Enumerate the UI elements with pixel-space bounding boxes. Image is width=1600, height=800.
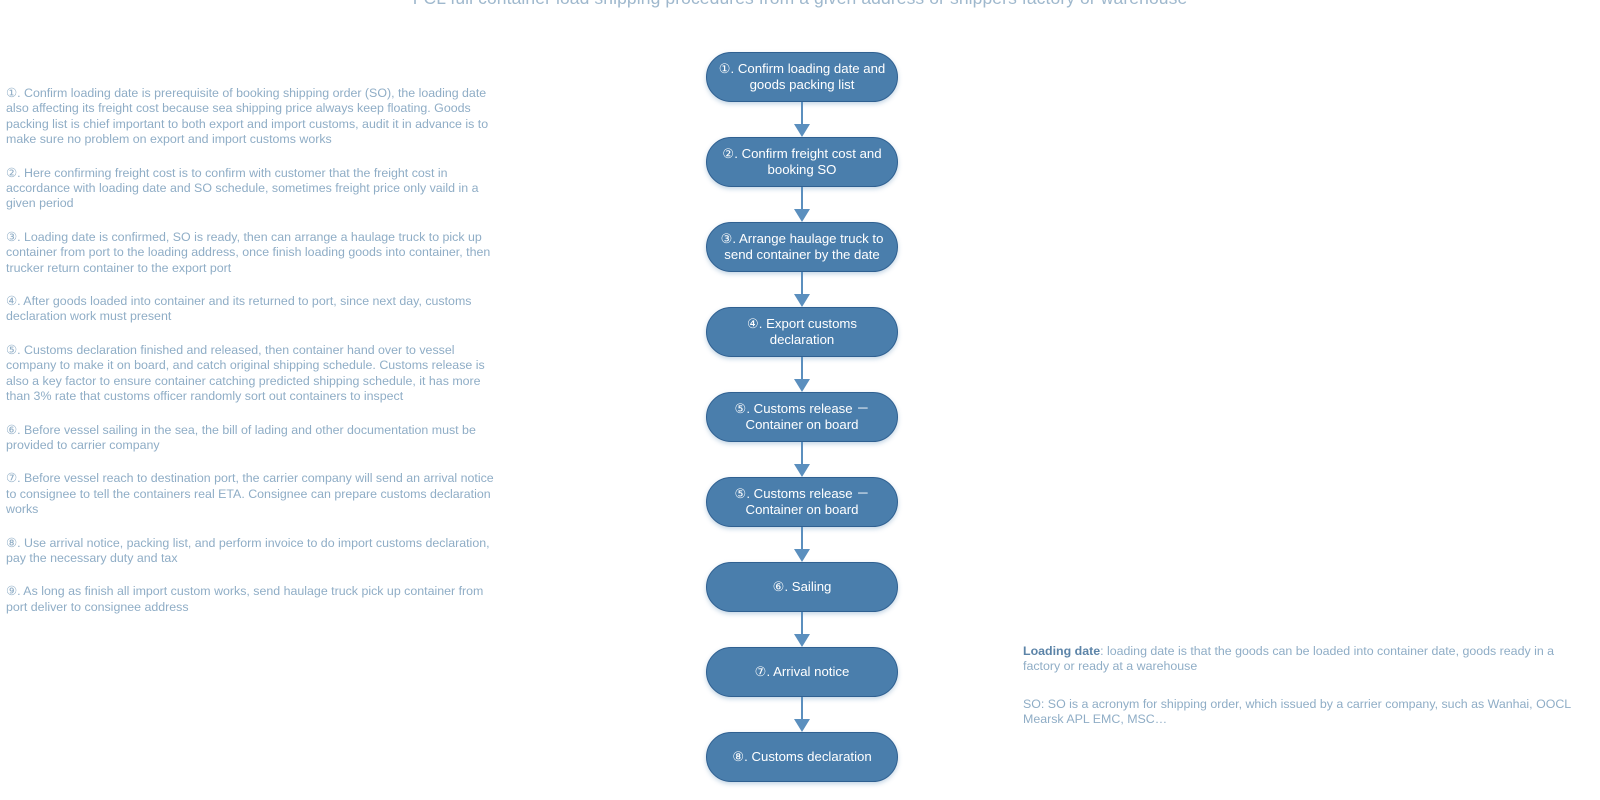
flow-arrow-down-icon — [706, 272, 898, 307]
arrow-head — [794, 549, 810, 562]
arrow-shaft — [801, 187, 803, 211]
glossary-entry-so: SO: SO is a acronym for shipping order, … — [1023, 697, 1583, 728]
flow-step-9[interactable]: ⑧. Customs declaration — [706, 732, 898, 782]
glossary-definition: SO is a acronym for shipping order, whic… — [1023, 696, 1571, 727]
flow-arrow-down-icon — [706, 697, 898, 732]
flow-step-7[interactable]: ⑥. Sailing — [706, 562, 898, 612]
note-item: ⑨. As long as finish all import custom w… — [6, 584, 484, 614]
glossary-term: Loading date — [1023, 644, 1101, 658]
flow-arrow-down-icon — [706, 357, 898, 392]
arrow-head — [794, 294, 810, 307]
flow-arrow-down-icon — [706, 442, 898, 477]
flow-step-5[interactable]: ⑤. Customs release － Container on board — [706, 392, 898, 442]
arrow-shaft — [801, 527, 803, 551]
note-item: ⑧. Use arrival notice, packing list, and… — [6, 535, 490, 565]
note-item: ③. Loading date is confirmed, SO is read… — [6, 229, 491, 275]
arrow-head — [794, 634, 810, 647]
arrow-head — [794, 209, 810, 222]
arrow-head — [794, 464, 810, 477]
flow-step-2[interactable]: ②. Confirm freight cost and booking SO — [706, 137, 898, 187]
note-item: ②. Here confirming freight cost is to co… — [6, 165, 479, 211]
flow-step-4[interactable]: ④. Export customs declaration — [706, 307, 898, 357]
flowchart: ①. Confirm loading date and goods packin… — [706, 52, 898, 782]
arrow-shaft — [801, 442, 803, 466]
glossary-panel: Loading date: loading date is that the g… — [1023, 644, 1583, 728]
note-item: ⑤. Customs declaration finished and rele… — [6, 342, 485, 404]
flow-step-1[interactable]: ①. Confirm loading date and goods packin… — [706, 52, 898, 102]
note-item: ④. After goods loaded into container and… — [6, 294, 472, 324]
arrow-shaft — [801, 102, 803, 126]
arrow-head — [794, 379, 810, 392]
glossary-term: SO: — [1023, 696, 1045, 711]
flow-step-6[interactable]: ⑤. Customs release － Container on board — [706, 477, 898, 527]
notes-column: ①. Confirm loading date is prerequisite … — [6, 86, 501, 615]
arrow-shaft — [801, 612, 803, 636]
arrow-head — [794, 124, 810, 137]
flow-step-8[interactable]: ⑦. Arrival notice — [706, 647, 898, 697]
page-title: FCL full container load shipping procedu… — [0, 0, 1600, 9]
arrow-shaft — [801, 697, 803, 721]
note-item: ①. Confirm loading date is prerequisite … — [6, 86, 489, 147]
glossary-definition: : loading date is that the goods can be … — [1023, 644, 1555, 674]
flow-arrow-down-icon — [706, 527, 898, 562]
flow-arrow-down-icon — [706, 187, 898, 222]
note-item: ⑦. Before vessel reach to destination po… — [6, 471, 494, 517]
glossary-entry-loading-date: Loading date: loading date is that the g… — [1023, 644, 1583, 675]
arrow-shaft — [801, 272, 803, 296]
flow-arrow-down-icon — [706, 102, 898, 137]
arrow-shaft — [801, 357, 803, 381]
note-item: ⑥. Before vessel sailing in the sea, the… — [6, 422, 476, 452]
flow-step-3[interactable]: ③. Arrange haulage truck to send contain… — [706, 222, 898, 272]
flow-arrow-down-icon — [706, 612, 898, 647]
arrow-head — [794, 719, 810, 732]
